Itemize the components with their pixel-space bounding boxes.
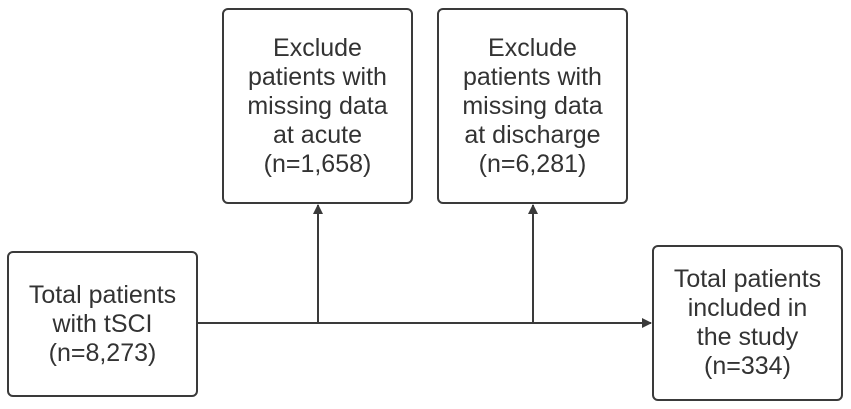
total-patients-box: Total patients with tSCI (n=8,273) — [7, 251, 198, 397]
exclude-discharge-box: Exclude patients with missing data at di… — [437, 8, 628, 204]
total-patients-label: Total patients with tSCI (n=8,273) — [28, 280, 177, 367]
exclude-acute-box: Exclude patients with missing data at ac… — [222, 8, 413, 204]
included-patients-label: Total patients included in the study (n=… — [673, 265, 822, 380]
included-patients-box: Total patients included in the study (n=… — [652, 245, 843, 401]
exclude-discharge-label: Exclude patients with missing data at di… — [462, 33, 603, 178]
exclude-acute-label: Exclude patients with missing data at ac… — [247, 33, 388, 178]
